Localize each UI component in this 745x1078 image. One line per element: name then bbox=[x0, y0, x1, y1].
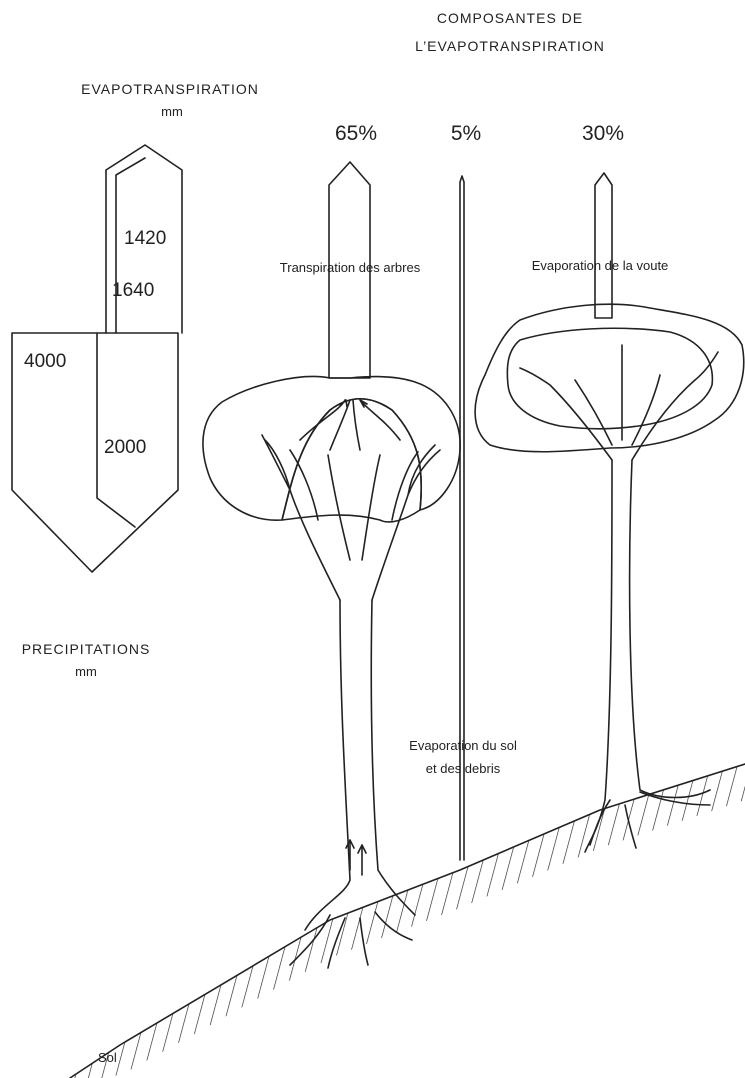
right-tree-branches bbox=[520, 345, 718, 460]
transpiration-label: Transpiration des arbres bbox=[280, 260, 421, 275]
precipitations-unit: mm bbox=[75, 664, 97, 679]
value-2000: 2000 bbox=[104, 437, 146, 458]
canopy-evaporation-label: Evaporation de la voute bbox=[532, 258, 669, 273]
canopy-evaporation-arrow bbox=[595, 173, 612, 318]
evapotranspiration-title: EVAPOTRANSPIRATION bbox=[81, 81, 259, 97]
ground-slope bbox=[70, 764, 745, 1078]
value-1640: 1640 bbox=[112, 280, 154, 301]
left-tree-branches bbox=[262, 435, 440, 600]
soil-evaporation-label-line2: et des debris bbox=[426, 761, 501, 776]
components-title-line1: COMPOSANTES DE bbox=[437, 10, 583, 26]
left-tree bbox=[203, 377, 460, 968]
left-tree-flow-arrows bbox=[300, 400, 400, 875]
value-1420: 1420 bbox=[124, 228, 166, 249]
right-tree-canopy bbox=[475, 304, 744, 452]
value-4000: 4000 bbox=[24, 351, 66, 372]
evapotranspiration-unit: mm bbox=[161, 104, 183, 119]
components-title-line2: L’EVAPOTRANSPIRATION bbox=[415, 38, 605, 54]
right-tree bbox=[475, 304, 744, 852]
percent-transpiration: 65% bbox=[335, 122, 377, 145]
percent-canopy-evaporation: 30% bbox=[582, 122, 624, 145]
soil-evaporation-arrow bbox=[460, 176, 464, 860]
precipitations-title: PRECIPITATIONS bbox=[22, 641, 151, 657]
soil-label: Sol bbox=[98, 1050, 117, 1065]
soil-evaporation-label-line1: Evaporation du sol bbox=[409, 738, 517, 753]
percent-soil-evaporation: 5% bbox=[451, 122, 481, 145]
left-tree-trunk bbox=[305, 600, 415, 930]
